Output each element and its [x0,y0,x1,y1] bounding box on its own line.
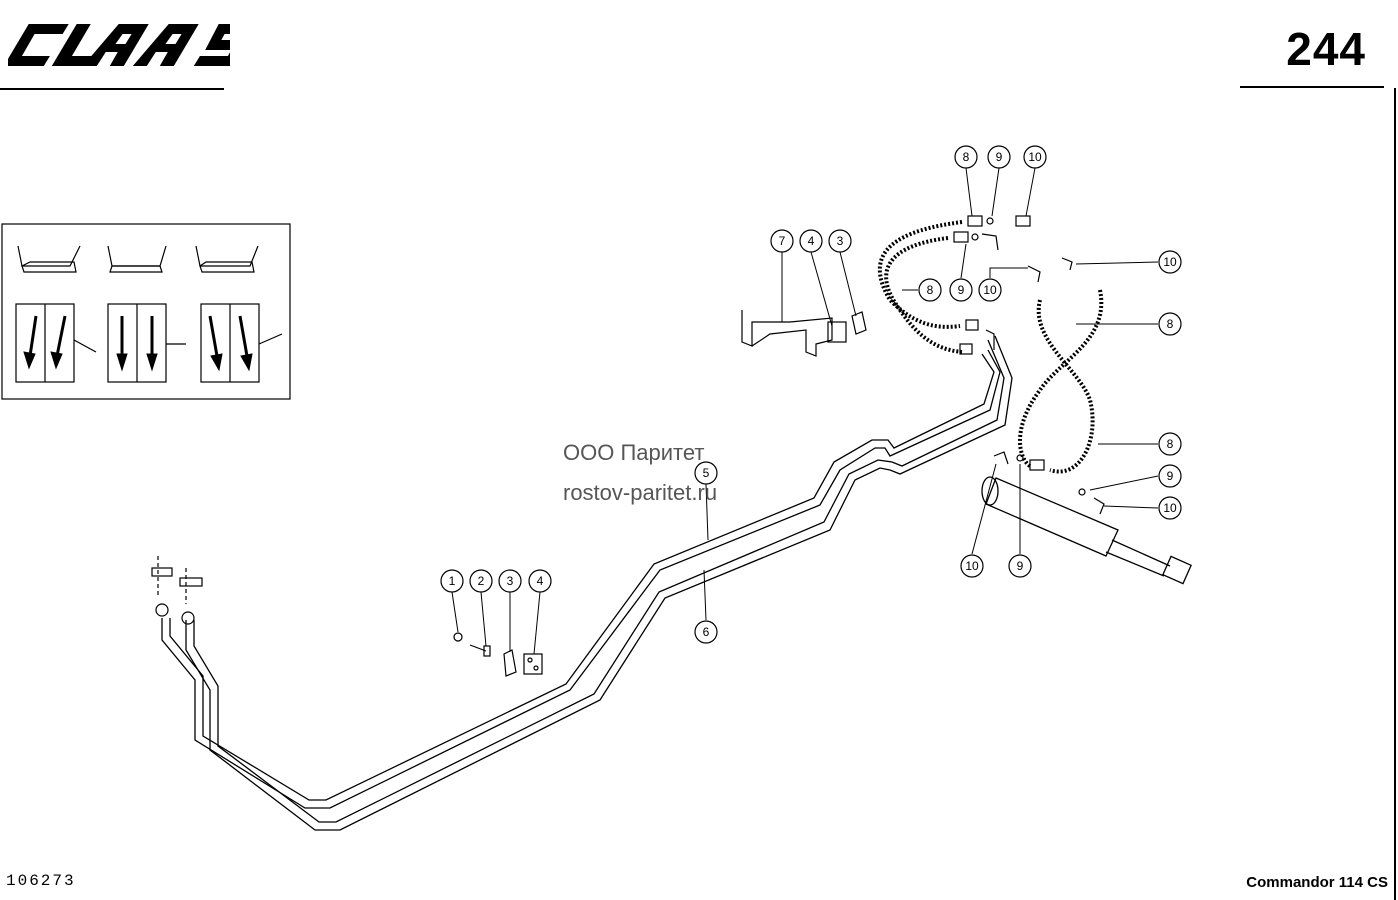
callout-9: 9 [949,278,973,302]
callout-8: 8 [1158,312,1182,336]
callout-label: 5 [703,466,710,480]
callout-label: 10 [1028,150,1042,164]
callout-label: 10 [965,559,979,573]
callout-10: 10 [978,278,1002,302]
callout-label: 6 [703,625,710,639]
steel-pipe-5 [161,349,1001,809]
callout-8: 8 [954,145,978,169]
callout-label: 1 [449,574,456,588]
flexible-hoses [877,220,1104,474]
callout-label: 7 [779,234,786,248]
callout-10: 10 [1158,250,1182,274]
bracket-7 [741,310,867,357]
callout-10: 10 [960,554,984,578]
callout-label: 4 [808,234,815,248]
callout-5: 5 [694,461,718,485]
callout-9: 9 [987,145,1011,169]
callout-label: 2 [478,574,485,588]
callout-4: 4 [528,569,552,593]
callout-1: 1 [440,569,464,593]
callout-label: 8 [927,283,934,297]
callout-9: 9 [1158,464,1182,488]
callout-10: 10 [1023,145,1047,169]
machine-model: Commandor 114 CS [1246,874,1388,891]
callout-label: 9 [1017,559,1024,573]
callout-2: 2 [469,569,493,593]
callout-10: 10 [1158,496,1182,520]
hydraulic-cylinder [981,476,1192,585]
header-rule-left [0,88,224,90]
callout-3: 3 [498,569,522,593]
drawing-frame [0,88,1396,900]
callout-label: 9 [996,150,1003,164]
callout-label: 3 [507,574,514,588]
callout-3: 3 [828,229,852,253]
callout-label: 4 [537,574,544,588]
callout-label: 8 [1167,317,1174,331]
page-number: 244 [1286,23,1366,75]
inset-arrows [23,315,253,372]
callout-9: 9 [1008,554,1032,578]
callout-8: 8 [918,278,942,302]
inset-orientation-panel [1,223,291,400]
callout-label: 3 [837,234,844,248]
callout-label: 10 [1163,255,1177,269]
watermark-url: rostov-paritet.ru [563,480,718,505]
callout-6: 6 [694,620,718,644]
clamp-set-lower [453,632,543,677]
leader-lines [451,167,1159,655]
callout-8: 8 [1158,432,1182,456]
callout-7: 7 [770,229,794,253]
header-rule-right [1240,86,1384,88]
hose-fittings [953,215,1105,515]
callout-label: 9 [958,283,965,297]
document-number: 106273 [6,872,76,890]
tee-fittings [151,556,203,625]
callout-label: 9 [1167,469,1174,483]
watermark-company: ООО Паритет [563,440,705,465]
callout-label: 10 [983,283,997,297]
claas-logo [8,24,230,66]
callout-label: 8 [963,150,970,164]
callout-label: 8 [1167,437,1174,451]
callout-label: 10 [1163,501,1177,515]
callout-4: 4 [799,229,823,253]
steel-pipe-6 [185,335,1013,831]
